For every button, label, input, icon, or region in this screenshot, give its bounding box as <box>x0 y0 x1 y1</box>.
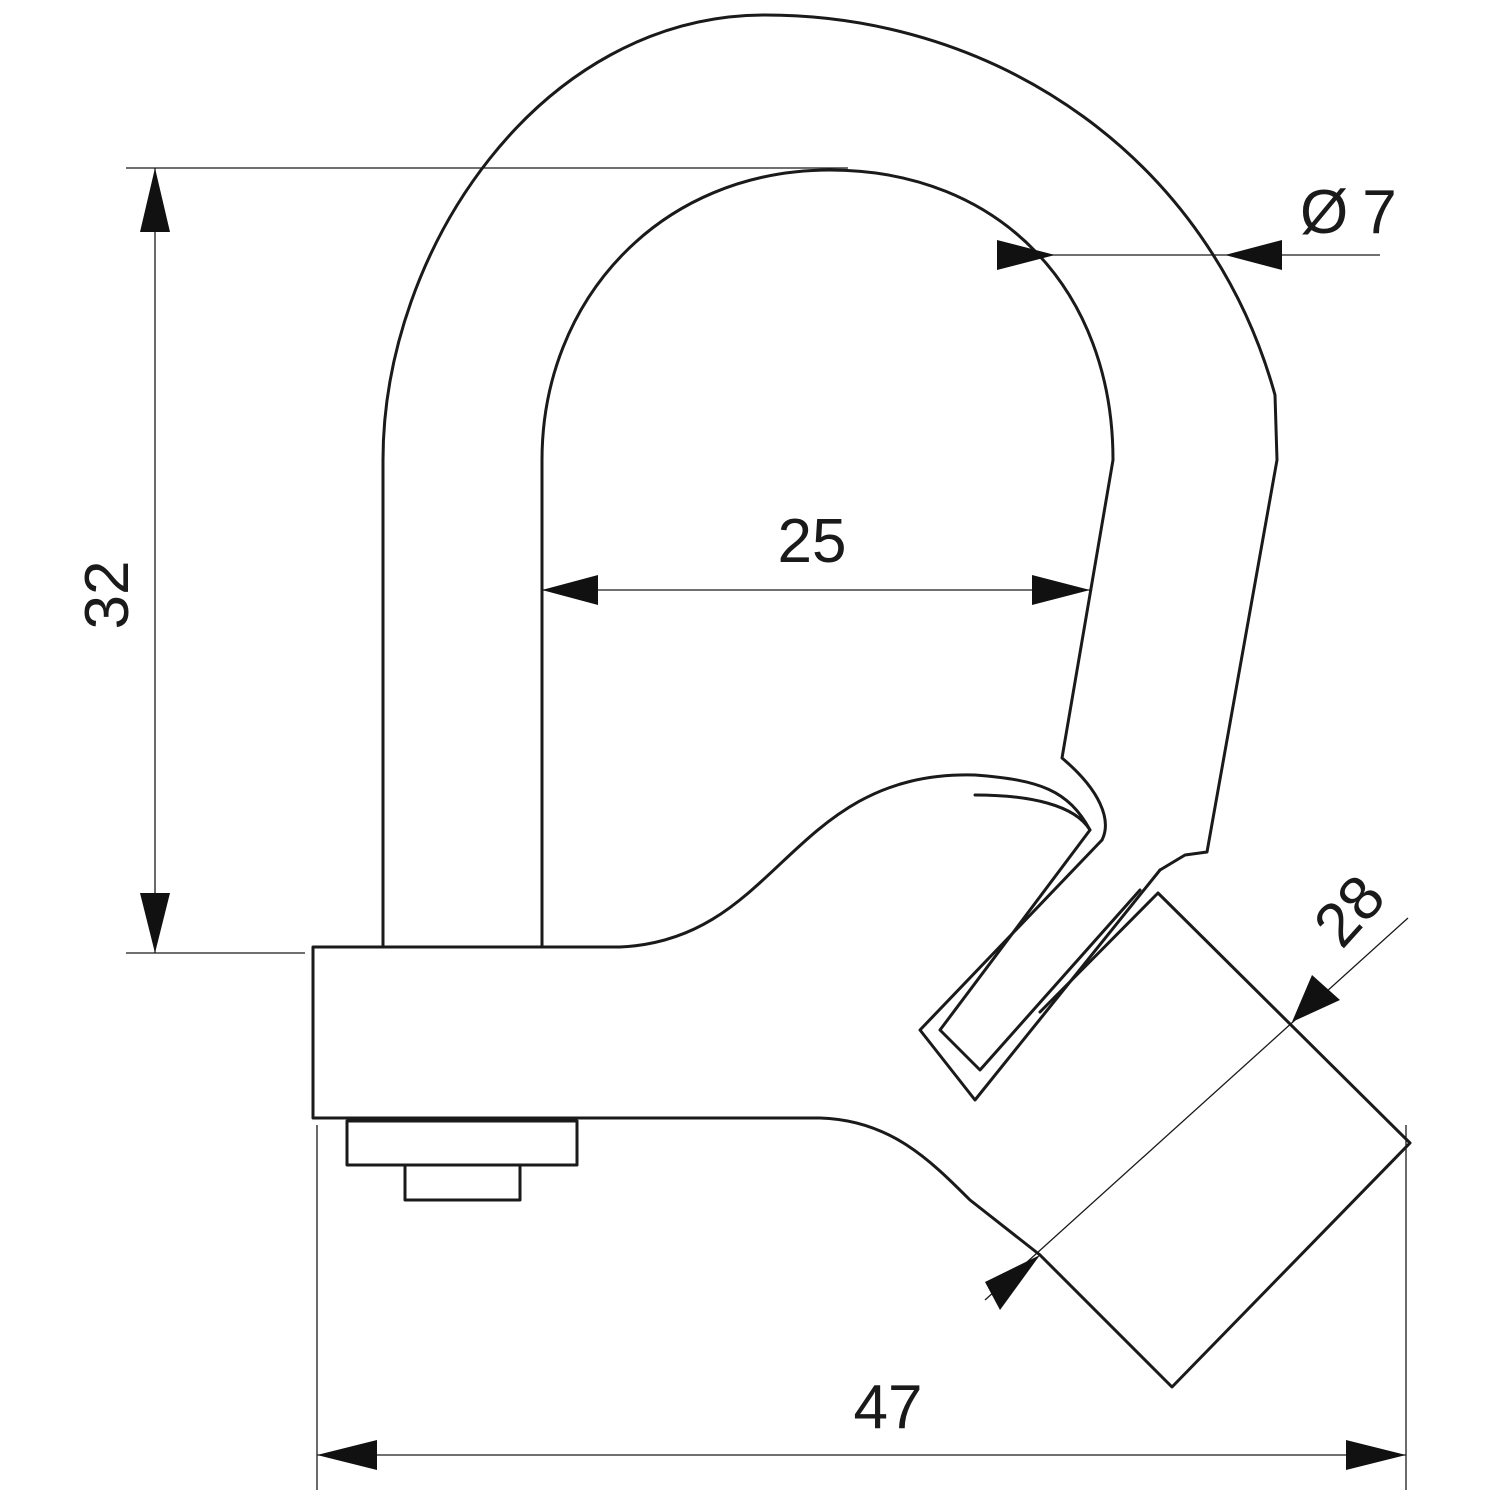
shackle-outer-outline <box>381 13 1279 949</box>
cylinder-step-2 <box>403 1163 522 1202</box>
opening-arrow-left <box>542 575 598 605</box>
width-label: 47 <box>854 1373 923 1442</box>
latch-gate-inner-outline <box>938 828 1142 1072</box>
height-arrow-top <box>140 168 170 232</box>
head-dimension-line <box>984 917 1409 1301</box>
opening-label: 25 <box>778 507 847 576</box>
diameter-arrow-right <box>1225 240 1282 270</box>
body-outline <box>311 773 1092 1257</box>
latch-gate-outline <box>918 838 1162 1102</box>
head-label: 28 <box>1301 863 1398 960</box>
diameter-arrow-left <box>997 240 1055 270</box>
height-arrow-bottom <box>140 893 170 953</box>
width-arrow-left <box>317 1440 377 1470</box>
opening-arrow-right <box>1032 575 1090 605</box>
shackle-inner-outline <box>540 168 1115 949</box>
head-arrow-upper <box>1292 975 1340 1022</box>
cylinder-step-1 <box>345 1119 579 1167</box>
diameter-value: 7 <box>1362 178 1396 247</box>
diameter-symbol: Ø <box>1300 178 1348 247</box>
head-arrow-lower <box>985 1255 1040 1310</box>
lock-head-outline <box>1038 891 1412 1389</box>
height-label: 32 <box>73 561 142 630</box>
width-arrow-right <box>1346 1440 1406 1470</box>
